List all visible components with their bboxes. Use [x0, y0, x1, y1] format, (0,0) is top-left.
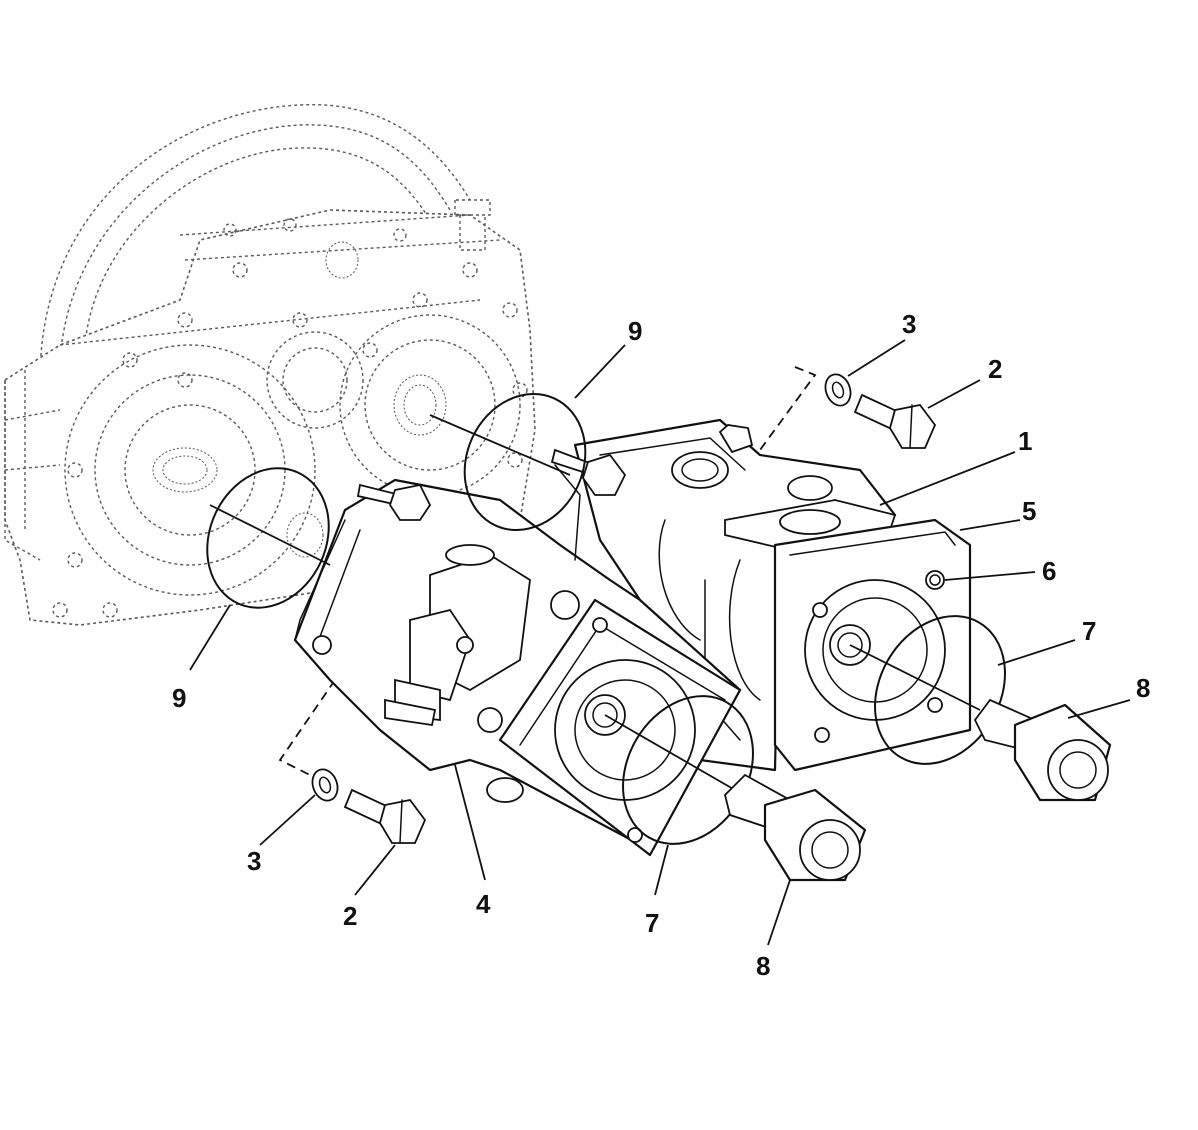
stud-right: [550, 448, 627, 561]
bolt-2-upper: [853, 393, 937, 449]
stud-left: [356, 483, 432, 521]
callout-4: 4: [476, 889, 491, 919]
fitting-6-ring: [925, 570, 945, 590]
coupling-8-front: [604, 714, 867, 882]
rear-flange: [773, 518, 972, 772]
o-ring-9-upper: [463, 392, 587, 532]
o-ring-9-left: [206, 467, 330, 609]
dashed-leader-upper: [759, 366, 817, 451]
callout-labels: 1 2 2 3 3 4 5 6 7 7 8 8 9 9: [172, 309, 1150, 981]
dashed-leader-lower: [278, 679, 336, 776]
callout-3-upper: 3: [902, 309, 916, 339]
callout-7-front: 7: [645, 908, 659, 938]
callout-9-left: 9: [172, 683, 186, 713]
callout-6: 6: [1042, 556, 1056, 586]
callout-8-rear: 8: [1136, 673, 1150, 703]
washer-3-lower: [311, 768, 339, 802]
front-pump-body: [293, 478, 742, 857]
washer-3-upper: [824, 373, 852, 407]
callout-3-lower: 3: [247, 846, 261, 876]
axis-line-left: [209, 504, 331, 566]
bolt-2-lower: [343, 788, 427, 844]
callout-leaders: [189, 339, 1131, 946]
callout-7-rear: 7: [1082, 616, 1096, 646]
callout-1: 1: [1018, 426, 1032, 456]
callout-2-upper: 2: [988, 354, 1002, 384]
axis-line-upper: [429, 414, 571, 476]
callout-5: 5: [1022, 496, 1036, 526]
callout-2-lower: 2: [343, 901, 357, 931]
coupling-8-rear: [849, 644, 1112, 802]
callout-9-upper: 9: [628, 316, 642, 346]
callout-8-front: 8: [756, 951, 770, 981]
